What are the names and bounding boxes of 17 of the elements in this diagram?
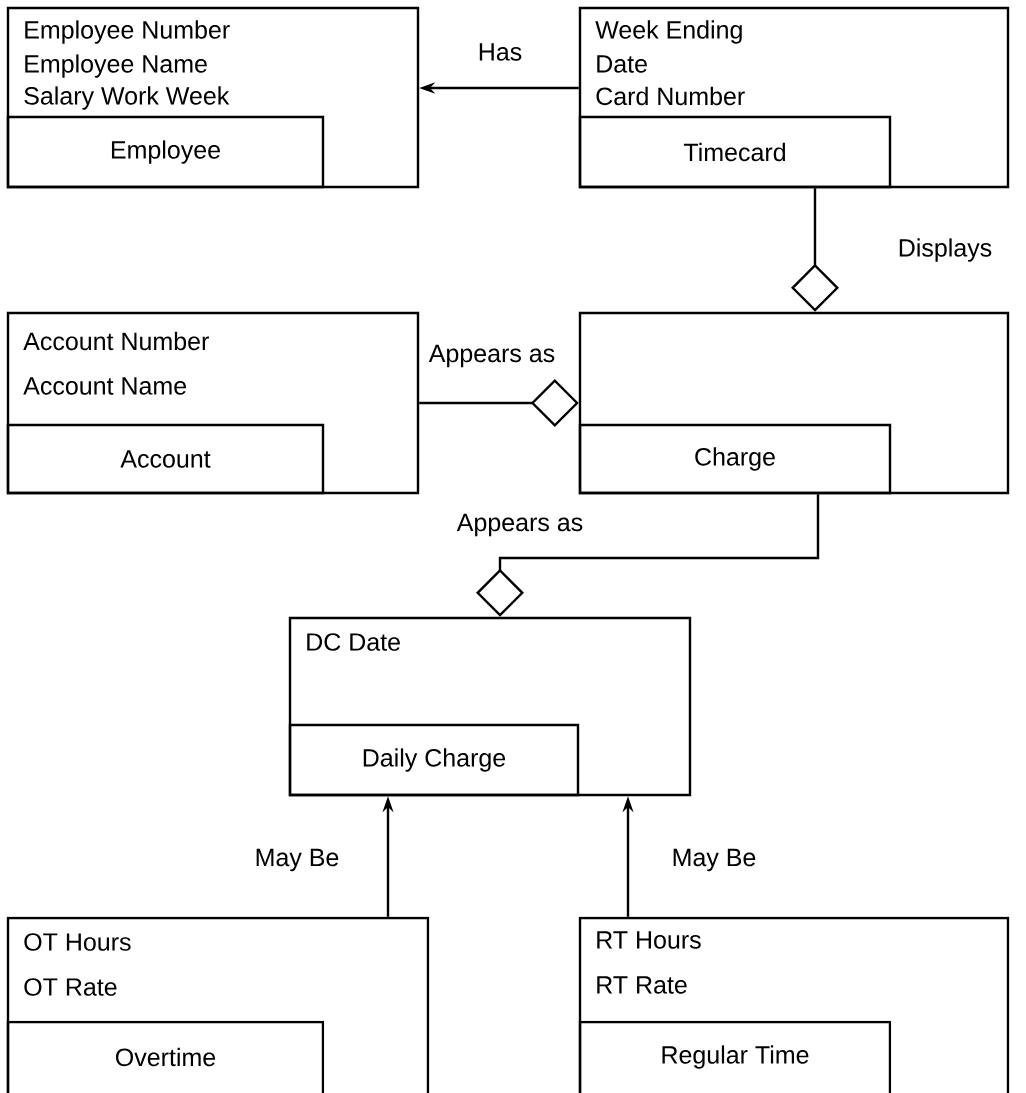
entity-name-box: Charge: [578, 423, 892, 495]
entity-name-box: Timecard: [578, 115, 892, 189]
relationship-line: [476, 494, 820, 617]
entity-name-box: Regular Time: [578, 1020, 892, 1093]
entity-name-box: Account: [6, 423, 325, 495]
relationship-line: [419, 379, 579, 427]
entity-name-box: Employee: [6, 115, 325, 189]
entity-name-box: Overtime: [6, 1020, 325, 1093]
edge-label: Displays: [899, 238, 992, 262]
entity-name-box: Daily Charge: [288, 723, 580, 797]
edge-label: Appears as: [456, 513, 583, 537]
entity-box: [578, 311, 1010, 495]
edge-label: Has: [479, 43, 522, 61]
relationship-line: [791, 188, 839, 312]
edge-label: Appears as: [428, 344, 555, 368]
edge-label: May Be: [256, 848, 339, 872]
edge-label: May Be: [673, 848, 756, 872]
